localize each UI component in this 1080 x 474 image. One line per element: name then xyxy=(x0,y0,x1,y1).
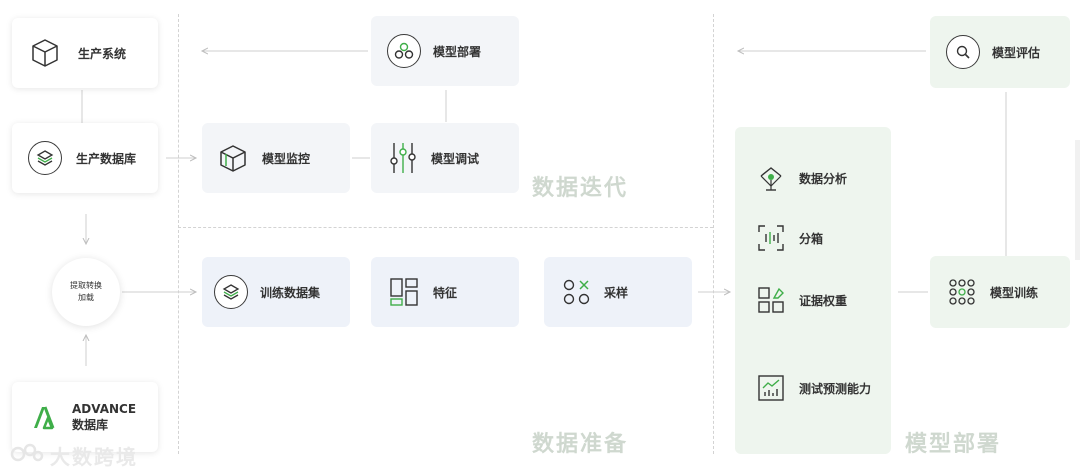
production-db-card[interactable]: 生产数据库 xyxy=(12,123,158,193)
analysis-item-label: 分箱 xyxy=(799,231,824,246)
model-evaluate-card[interactable]: 模型评估 xyxy=(930,16,1070,88)
advance-db-label: 数据库 xyxy=(72,418,109,432)
analysis-item-label: 数据分析 xyxy=(799,171,848,186)
deployment-section-label: 模型部署 xyxy=(905,432,1002,457)
weight-grid-icon xyxy=(757,286,785,314)
model-deploy-label: 模型部署 xyxy=(433,44,482,59)
model-evaluate-label: 模型评估 xyxy=(992,45,1041,60)
model-tuning-card[interactable]: 模型调试 xyxy=(371,123,519,193)
sampling-card[interactable]: 采样 xyxy=(544,257,692,327)
advance-db-card[interactable]: ADVANCE 数据库 xyxy=(12,382,158,452)
etl-label-line2: 加载 xyxy=(78,293,94,302)
analysis-item-label: 证据权重 xyxy=(799,293,848,308)
analysis-item-data-analysis[interactable]: 数据分析 xyxy=(757,164,847,192)
production-system-card[interactable]: 生产系统 xyxy=(12,18,158,88)
training-set-label: 训练数据集 xyxy=(260,285,321,300)
model-train-card[interactable]: 模型训练 xyxy=(930,256,1070,328)
features-label: 特征 xyxy=(433,285,458,300)
watermark-logo-icon xyxy=(10,440,44,471)
model-monitor-card[interactable]: 模型监控 xyxy=(202,123,350,193)
iteration-section-label: 数据迭代 xyxy=(532,176,629,201)
divider-right xyxy=(713,14,714,454)
advance-label: ADVANCE xyxy=(72,402,137,416)
right-edge-panel xyxy=(1075,140,1080,260)
scale-icon xyxy=(757,164,785,192)
preparation-section-label: 数据准备 xyxy=(532,432,629,457)
sampling-label: 采样 xyxy=(604,285,629,300)
dots-grid-icon xyxy=(948,278,976,306)
advance-logo-icon xyxy=(30,402,60,432)
grid-features-icon xyxy=(389,277,419,307)
cube-monitor-icon xyxy=(216,141,250,175)
model-train-label: 模型训练 xyxy=(990,285,1039,300)
model-tuning-label: 模型调试 xyxy=(431,151,480,166)
cube-icon xyxy=(28,36,62,70)
etl-node[interactable]: 提取转换 加载 xyxy=(52,258,120,326)
model-monitor-label: 模型监控 xyxy=(262,151,311,166)
sliders-icon xyxy=(389,141,417,175)
training-set-card[interactable]: 训练数据集 xyxy=(202,257,350,327)
divider-middle xyxy=(178,227,713,228)
production-system-label: 生产系统 xyxy=(78,46,127,61)
search-icon xyxy=(946,35,980,69)
production-db-label: 生产数据库 xyxy=(76,151,137,166)
sampling-icon xyxy=(562,277,592,307)
analysis-item-predictive[interactable]: 测试预测能力 xyxy=(757,374,871,402)
divider-left xyxy=(178,14,179,454)
watermark-text: 大数跨境 xyxy=(50,445,138,469)
analysis-item-binning[interactable]: 分箱 xyxy=(757,224,823,252)
layers-dataset-icon xyxy=(214,275,248,309)
analysis-item-label: 测试预测能力 xyxy=(799,381,872,396)
chart-board-icon xyxy=(757,374,785,402)
watermark: 大数跨境 xyxy=(10,440,138,471)
scan-binning-icon xyxy=(757,224,785,252)
layers-icon xyxy=(28,141,62,175)
analysis-item-woe[interactable]: 证据权重 xyxy=(757,286,847,314)
etl-label-line1: 提取转换 xyxy=(70,281,102,290)
features-card[interactable]: 特征 xyxy=(371,257,519,327)
circles-icon xyxy=(387,34,421,68)
model-deploy-card[interactable]: 模型部署 xyxy=(371,16,519,86)
